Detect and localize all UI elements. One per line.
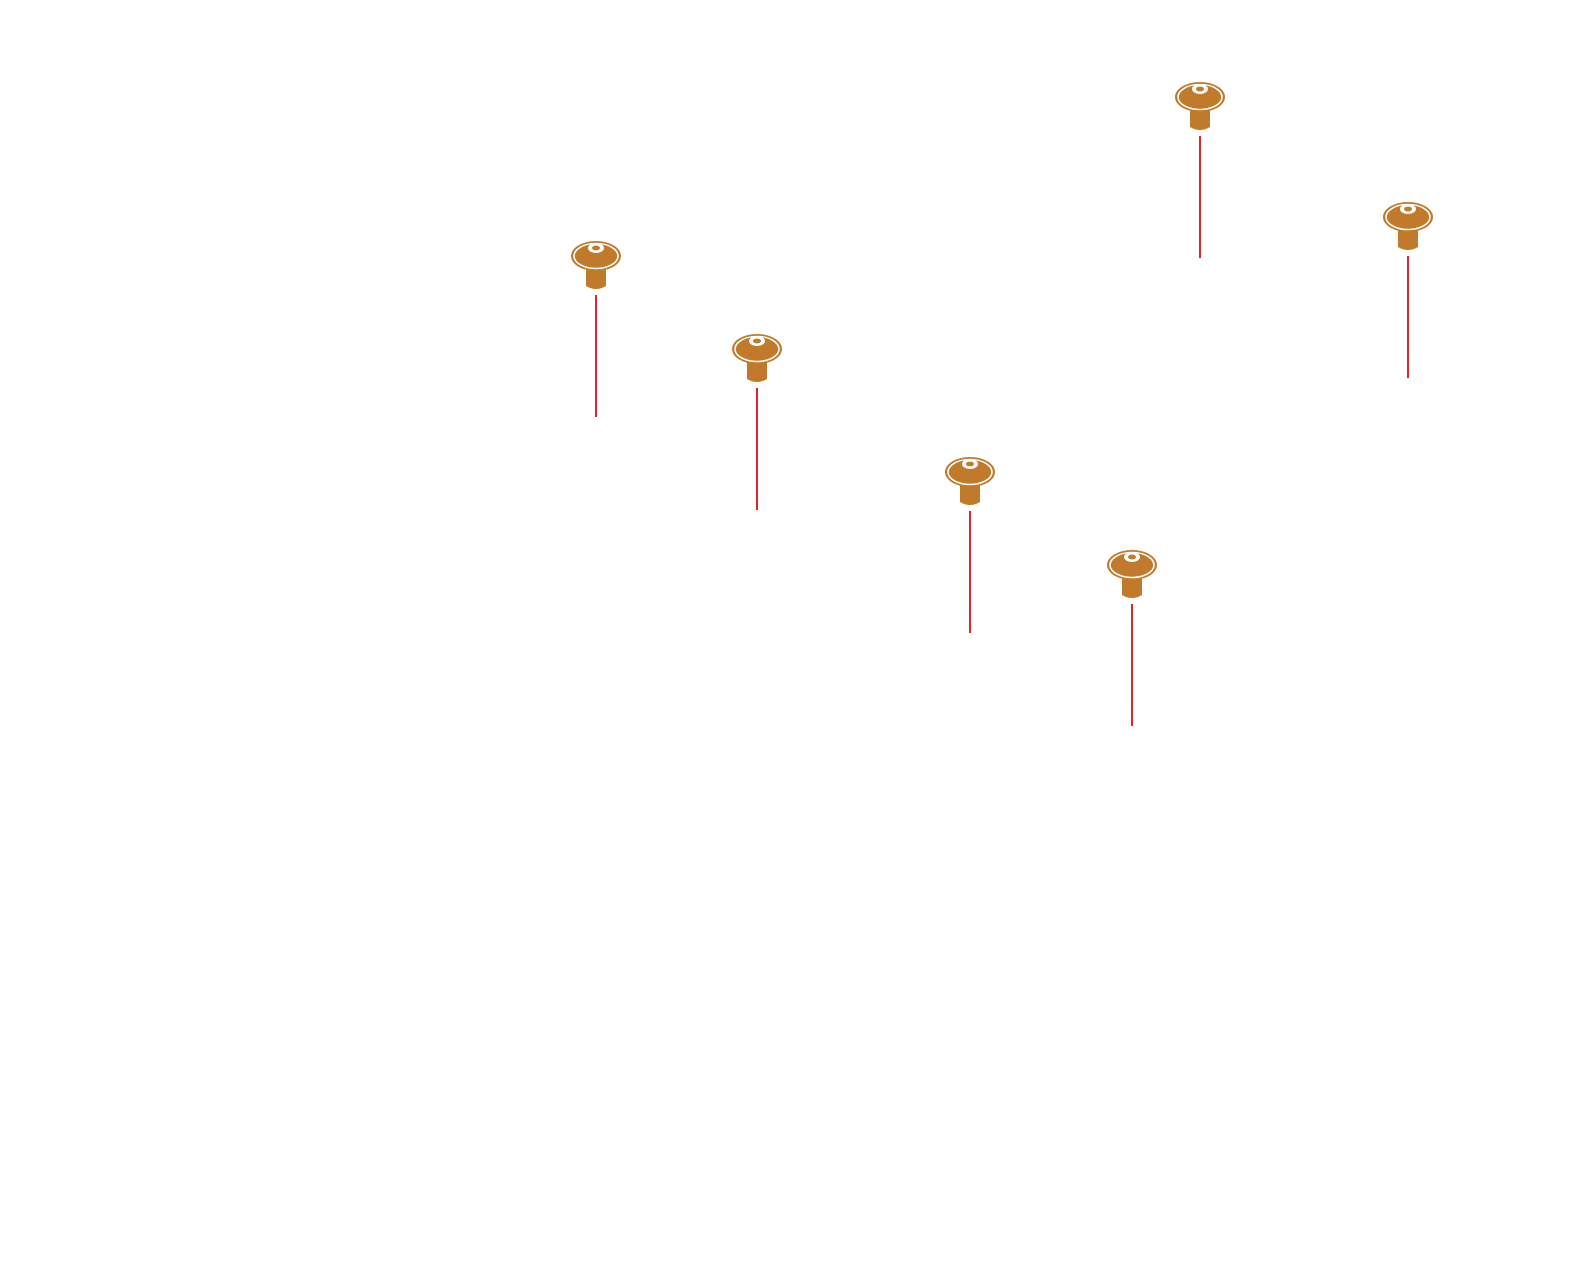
guide-lines xyxy=(595,136,1409,726)
screws xyxy=(570,81,1434,599)
screw-icon xyxy=(944,456,996,506)
screw-icon xyxy=(1174,81,1226,131)
screw-icon xyxy=(731,333,783,383)
screw-icon xyxy=(1382,201,1434,251)
screw-icon xyxy=(1106,549,1158,599)
screw-icon xyxy=(570,240,622,290)
